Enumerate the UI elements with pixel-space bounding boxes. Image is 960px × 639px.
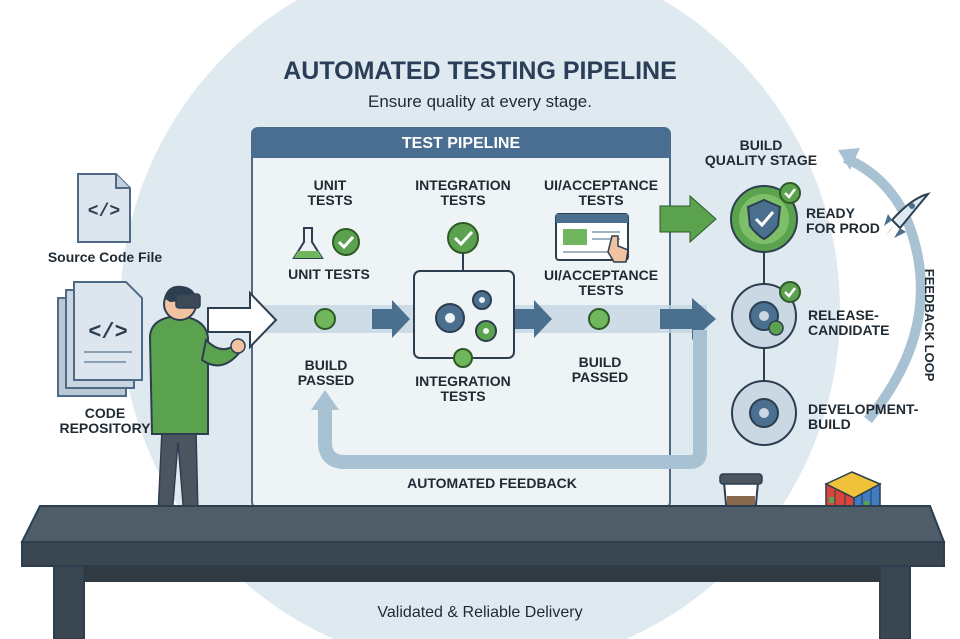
feedback-loop-label: FEEDBACK LOOP — [922, 268, 938, 382]
flask-icon — [292, 227, 360, 259]
rocket-icon — [884, 192, 931, 238]
stage-header-line1: BUILD — [739, 137, 783, 153]
flow-arrow-1 — [372, 300, 410, 338]
build-passed-1-line2: PASSED — [297, 372, 355, 389]
development-build-label: DEVELOPMENT- BUILD — [808, 401, 938, 433]
node-build-2 — [588, 308, 610, 330]
unit-tests-top-line2: TESTS — [307, 192, 353, 209]
node-build-1 — [314, 308, 336, 330]
unit-tests-top-line1: UNIT — [313, 177, 347, 193]
ui-acceptance-top-line1: UI/ACCEPTANCE — [543, 177, 659, 193]
dev-build-gear-icon — [731, 380, 797, 446]
code-repository-icon: </> — [57, 281, 143, 397]
build-passed-1-label: BUILD PASSED — [280, 357, 372, 389]
release-gear-icon — [731, 281, 801, 349]
footer-label: Validated & Reliable Delivery — [377, 604, 583, 621]
integration-tests-bottom-label: INTEGRATION TESTS — [404, 373, 522, 405]
page-title: AUTOMATED TESTING PIPELINE — [283, 57, 677, 85]
entry-arrow — [207, 290, 278, 350]
integration-tests-bottom-line1: INTEGRATION — [415, 373, 511, 389]
gears-icon — [413, 270, 515, 368]
code-repository-label: CODE REPOSITORY — [40, 405, 170, 437]
flow-arrow-2 — [514, 300, 552, 338]
page-subtitle: Ensure quality at every stage. — [368, 92, 592, 111]
integration-tests-bottom-line2: TESTS — [440, 388, 486, 405]
code-repository-line1: CODE — [84, 405, 126, 421]
green-arrow — [659, 194, 717, 244]
ui-acceptance-mid-line1: UI/ACCEPTANCE — [543, 267, 659, 283]
integration-tests-top-label: INTEGRATION TESTS — [404, 177, 522, 209]
unit-tests-top-label: UNIT TESTS — [280, 177, 380, 209]
panel-title: TEST PIPELINE — [401, 135, 521, 152]
ready-for-prod-label: READY FOR PROD — [806, 205, 890, 237]
ui-acceptance-top-line2: TESTS — [578, 192, 624, 209]
ui-acceptance-top-label: UI/ACCEPTANCE TESTS — [532, 177, 670, 209]
person-illustration — [148, 285, 246, 522]
feedback-loop-arrowhead — [838, 148, 860, 170]
source-file-label: Source Code File — [47, 249, 163, 265]
stage-header-label: BUILD QUALITY STAGE — [686, 137, 836, 169]
stage-header-line2: QUALITY STAGE — [704, 152, 818, 169]
ready-line1: READY — [806, 205, 856, 221]
flow-arrow-3 — [660, 298, 716, 340]
build-passed-1-line1: BUILD — [304, 357, 348, 373]
feedback-loop-arc — [842, 153, 926, 424]
feedback-return-arrow — [318, 330, 707, 469]
ui-acceptance-mid-line2: TESTS — [578, 282, 624, 299]
release-candidate-line2: CANDIDATE — [808, 322, 890, 339]
integration-tests-top-line1: INTEGRATION — [415, 177, 511, 193]
code-repository-line2: REPOSITORY — [59, 420, 151, 437]
build-passed-2-line1: BUILD — [578, 354, 622, 370]
browser-window-icon — [555, 213, 629, 263]
integration-tests-top-line2: TESTS — [440, 192, 486, 209]
ui-acceptance-mid-label: UI/ACCEPTANCE TESTS — [532, 267, 670, 299]
table — [20, 505, 946, 639]
release-candidate-line1: RELEASE- — [808, 307, 879, 323]
automated-feedback-label: AUTOMATED FEEDBACK — [407, 475, 577, 491]
ready-line2: FOR PROD — [806, 220, 880, 237]
release-candidate-label: RELEASE- CANDIDATE — [808, 307, 908, 339]
integration-check-icon — [447, 222, 479, 272]
development-build-line2: BUILD — [808, 416, 851, 433]
feedback-arrowhead — [311, 390, 339, 410]
svg-text:</>: </> — [88, 320, 128, 345]
unit-tests-label: UNIT TESTS — [288, 266, 370, 282]
source-file-icon: </> — [77, 173, 131, 243]
shield-stage-icon — [730, 182, 801, 253]
build-passed-2-line2: PASSED — [571, 369, 629, 386]
development-build-line1: DEVELOPMENT- — [808, 401, 919, 417]
build-passed-2-label: BUILD PASSED — [554, 354, 646, 386]
svg-text:</>: </> — [88, 202, 120, 222]
